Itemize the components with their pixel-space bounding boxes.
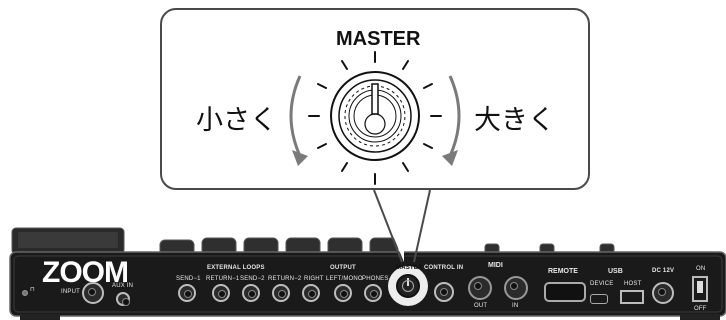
screw	[22, 290, 28, 296]
output-label: OUTPUT	[330, 265, 356, 271]
control-in-label: CONTROL IN	[424, 265, 464, 271]
increase-label: 大きく	[474, 105, 555, 136]
input-jack[interactable]	[82, 282, 104, 304]
return1-jack[interactable]	[212, 284, 230, 302]
callout-title: MASTER	[336, 28, 421, 50]
remote-port[interactable]	[544, 282, 586, 302]
midi-label: MIDI	[488, 262, 503, 269]
master-label: MASTER	[396, 265, 423, 271]
send2-label: SEND−2	[240, 276, 265, 282]
off-label: OFF	[694, 306, 707, 312]
aux-in-jack[interactable]	[116, 292, 130, 306]
remote-label: REMOTE	[548, 268, 578, 275]
left-mono-label: LEFT/MONO	[326, 276, 363, 282]
power-switch[interactable]	[692, 276, 708, 302]
send1-jack[interactable]	[178, 284, 196, 302]
send2-jack[interactable]	[242, 284, 260, 302]
control-in-jack[interactable]	[434, 282, 454, 302]
midi-out-label: OUT	[474, 303, 488, 309]
decrease-label: 小さく	[196, 105, 277, 136]
midi-in-jack[interactable]	[504, 276, 528, 300]
right-jack[interactable]	[302, 284, 320, 302]
send1-label: SEND−1	[176, 276, 201, 282]
aux-in-label: AUX IN	[112, 283, 134, 289]
return2-label: RETURN−2	[268, 276, 302, 282]
host-label: HOST	[624, 281, 642, 287]
left-mono-jack[interactable]	[334, 284, 352, 302]
phones-jack[interactable]	[364, 284, 382, 302]
midi-in-label: IN	[512, 303, 519, 309]
lock-icon: ⊓	[30, 287, 35, 293]
dc-label: DC 12V	[652, 268, 675, 274]
return2-jack[interactable]	[272, 284, 290, 302]
knob-scale-ticks	[308, 51, 442, 185]
usb-label: USB	[608, 268, 623, 275]
input-label: INPUT	[61, 289, 80, 295]
master-knob-illustration	[289, 51, 461, 185]
right-label: RIGHT	[304, 276, 324, 282]
footswitch-housing	[11, 227, 125, 255]
midi-out-jack[interactable]	[468, 276, 492, 300]
dc-jack[interactable]	[652, 282, 674, 304]
phones-label: PHONES	[362, 276, 389, 282]
usb-host-port[interactable]	[620, 290, 644, 304]
usb-device-port[interactable]	[590, 294, 608, 304]
on-label: ON	[696, 266, 706, 272]
external-loops-label: EXTERNAL LOOPS	[207, 265, 265, 271]
device-label: DEVICE	[590, 281, 614, 287]
return1-label: RETURN−1	[206, 276, 240, 282]
master-knob[interactable]	[396, 274, 420, 298]
